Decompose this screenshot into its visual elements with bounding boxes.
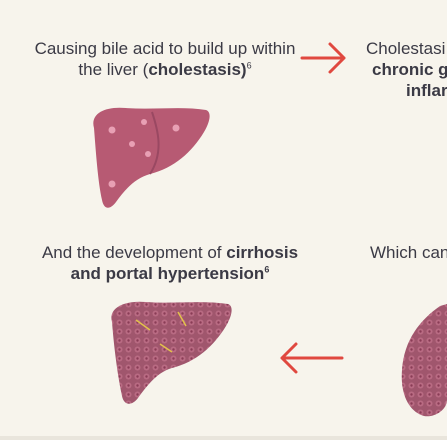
liver-spot	[141, 119, 147, 125]
cirrhotic-liver-icon	[111, 301, 232, 404]
liver-spot	[145, 151, 151, 157]
step1-line2: the liver (cholestasis)6	[78, 60, 252, 79]
step1-text: Causing bile acid to build up within the…	[0, 38, 330, 80]
step3-text: And the development of cirrhosis and por…	[0, 242, 340, 284]
step2-line1: Cholestasi	[366, 39, 446, 58]
step4-line1: Which can l	[370, 243, 447, 262]
step1-line1: Causing bile acid to build up within	[34, 39, 296, 58]
arrow-left-icon	[280, 342, 344, 374]
bottom-divider	[0, 436, 447, 440]
liver-spot	[108, 126, 116, 134]
liver-spot	[172, 124, 180, 132]
cirrhotic-liver-partial-icon	[401, 304, 447, 417]
arrow-right-icon	[300, 42, 346, 74]
liver-spot	[129, 141, 135, 147]
liver-icon	[93, 107, 210, 208]
step2-line2: chronic g	[372, 60, 447, 79]
step2-line3: inflar	[406, 81, 447, 100]
step4-text: Which can l	[370, 242, 447, 263]
liver-spot	[108, 180, 116, 188]
step3-line1: And the development of cirrhosis	[41, 243, 299, 262]
step3-line2: and portal hypertension6	[70, 264, 270, 283]
step2-text: Cholestasi chronic g inflar	[366, 38, 447, 101]
